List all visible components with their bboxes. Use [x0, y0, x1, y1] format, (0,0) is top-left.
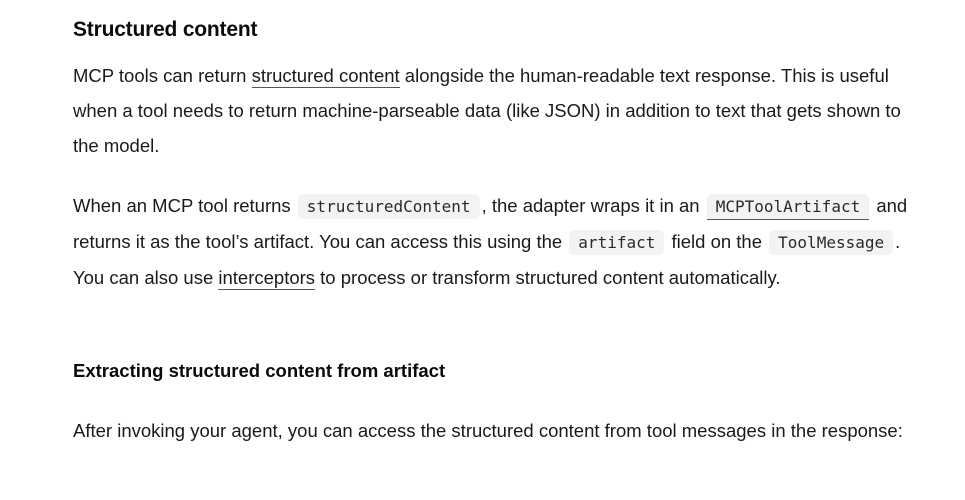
- mcp-tool-artifact-code-link[interactable]: MCPToolArtifact: [706, 194, 870, 220]
- intro-text-2: alongside the human-readable text respon…: [73, 65, 901, 156]
- details-text-3: and returns it as the tool’s artifact. Y…: [73, 195, 908, 252]
- tool-message-code: ToolMessage: [769, 230, 894, 255]
- section-heading: Structured content: [73, 18, 258, 41]
- details-text-5: . You can also use: [73, 231, 901, 288]
- artifact-code: artifact: [569, 230, 665, 255]
- details-paragraph: When an MCP tool returns structuredConte…: [73, 188, 923, 295]
- details-text-1: When an MCP tool returns: [73, 195, 296, 216]
- interceptors-link[interactable]: interceptors: [218, 267, 316, 290]
- outro-paragraph: After invoking your agent, you can acces…: [73, 420, 903, 441]
- structured-content-code: structuredContent: [297, 194, 480, 219]
- intro-paragraph: MCP tools can return structured content …: [73, 58, 923, 163]
- details-text-6: to process or transform structured conte…: [315, 267, 781, 288]
- subsection-heading: Extracting structured content from artif…: [73, 360, 446, 381]
- details-text-2: , the adapter wraps it in an: [481, 195, 705, 216]
- structured-content-link[interactable]: structured content: [251, 65, 400, 88]
- intro-text-1: MCP tools can return: [73, 65, 252, 86]
- details-text-4: field on the: [666, 231, 768, 252]
